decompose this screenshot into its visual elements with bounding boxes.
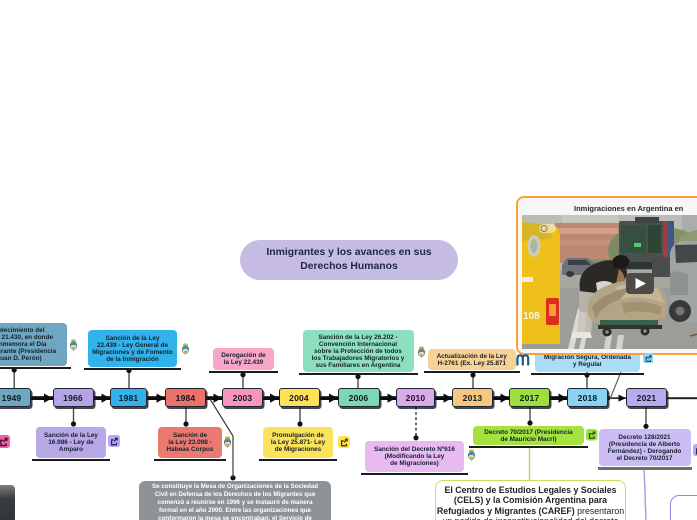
svg-text:108: 108	[523, 311, 540, 322]
